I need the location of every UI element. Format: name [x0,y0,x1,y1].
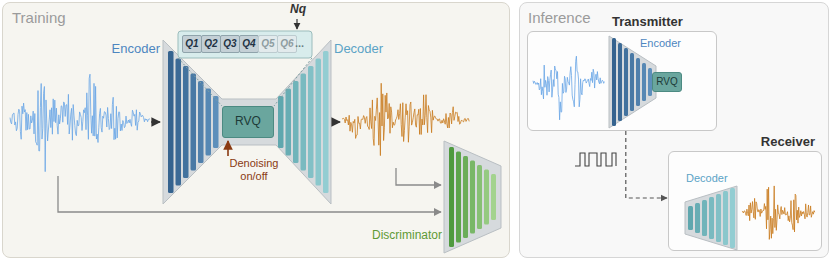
layer-bar [456,152,461,243]
layer-bar [183,66,189,178]
codebook-entry: Q4 [239,35,259,53]
layer-bar [198,81,204,163]
panel: EncoderRVQ Decoder Q1 Q2 Q3 Q4 Q5 Q6Discriminat… [2,2,510,258]
layer-bar [477,165,482,229]
block-label: Decoder [334,42,383,57]
housing [444,141,501,253]
layer-bar [293,81,299,163]
box-label: Q2 [204,38,217,50]
panel: EncoderRVQ TransmitterDecoder Receiver Infe… [519,2,829,258]
layer-bar [176,59,182,186]
arrow [296,19,297,29]
layer-bar [206,89,212,156]
layer-bar [688,206,693,230]
arrow [332,121,340,123]
waveform [742,186,815,239]
waveform [10,74,150,171]
layer-bar [723,191,728,245]
layer-bar [323,51,329,193]
layer-bar [612,38,616,126]
layer-bar [695,203,700,233]
block-label: Inference [528,9,591,26]
codebook-entry: Q6 [277,35,297,53]
layer-bar [470,161,475,234]
block-label: Encoder [112,42,160,57]
layer-bar [642,63,646,101]
block-label: Transmitter [612,15,683,30]
arrow [151,121,160,123]
block-label: Receiver [761,135,815,150]
housing [685,186,737,250]
layer-bar [702,200,707,236]
layer-bar [709,197,714,239]
box-label: Q5 [261,38,274,50]
box-label: Q1 [185,38,198,50]
bit-signal [575,153,616,166]
quantizer-box: RVQ [652,72,682,92]
layer-bar [316,59,322,186]
housing [163,40,331,204]
codebook [178,31,312,58]
arrow [396,168,441,185]
layer-bar [463,156,468,238]
symbol-label: Nq [290,3,306,17]
codebook-entry: Q1 [182,35,202,53]
layer-bar [484,170,489,225]
layer-bar [618,43,622,121]
arrow [227,141,229,156]
layer-bar [624,48,628,116]
layer-bar [286,89,292,156]
layer-bar [278,96,284,148]
quantizer-box: RVQ [222,106,274,138]
codebook-entry: Q2 [201,35,221,53]
layer-bar [630,53,634,111]
annotation: Denoising on/off [218,157,290,182]
waveform [533,56,604,120]
layer-bar [168,51,174,193]
block-label: Encoder [640,37,681,50]
ellipsis: ... [295,37,304,50]
block-label: Decoder [686,172,728,185]
layer-bar [301,74,307,171]
box-label: Q3 [223,38,236,50]
layer-bar [648,68,652,96]
box-label: Q6 [280,38,293,50]
layer-bar [716,194,721,242]
housing [609,36,656,128]
codebook-entry: Q5 [258,35,278,53]
signal-link [626,131,667,198]
layer-bar [213,96,219,148]
layer-bar [636,58,640,106]
box-label: RVQ [656,76,678,88]
layer-bar [730,188,735,248]
zoom-line [178,58,312,106]
block-label: Training [12,9,66,26]
block-label: Discriminator [372,229,442,243]
layer-bar [308,66,314,178]
layer-bar [449,147,454,247]
box-label: RVQ [235,115,261,129]
layer-bar [491,174,496,220]
layer-bar [191,74,197,171]
box-label: Q4 [242,38,255,50]
codebook-entry: Q3 [220,35,240,53]
